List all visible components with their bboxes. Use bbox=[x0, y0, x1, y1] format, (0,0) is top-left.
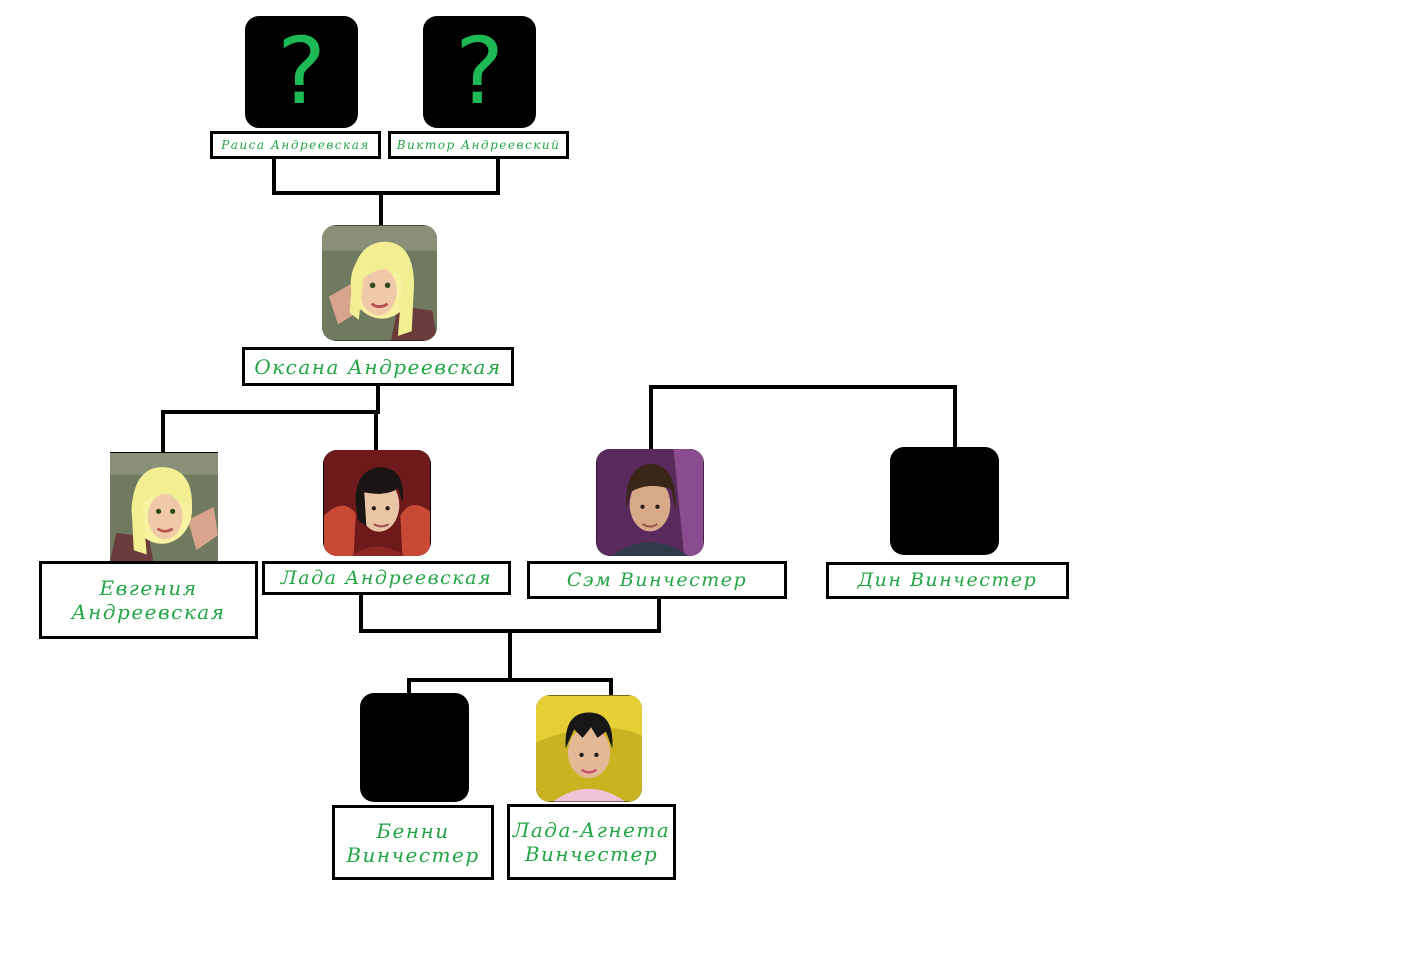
connector-line bbox=[272, 191, 500, 195]
connector-line bbox=[161, 410, 165, 454]
connector-line bbox=[376, 384, 380, 412]
connector-line bbox=[161, 410, 380, 414]
portrait-lada bbox=[323, 450, 431, 556]
unknown-photo: ? bbox=[423, 16, 536, 128]
connector-line bbox=[508, 630, 512, 680]
name-label-benni: Бенни Винчестер bbox=[332, 805, 494, 880]
connector-line bbox=[649, 385, 653, 451]
name-label-sam: Сэм Винчестер bbox=[527, 561, 787, 599]
blonde-woman-portrait-icon bbox=[322, 225, 437, 341]
connector-line bbox=[496, 158, 500, 194]
question-mark-icon: ? bbox=[277, 18, 326, 125]
name-label-lada-agneta: Лада-Агнета Винчестер bbox=[507, 804, 676, 880]
connector-line bbox=[374, 410, 378, 454]
connector-line bbox=[953, 385, 957, 449]
portrait-evgenia bbox=[110, 452, 218, 562]
connector-line bbox=[657, 596, 661, 632]
blank-photo-benni bbox=[360, 693, 469, 802]
name-label-viktor: Виктор Андреевский bbox=[388, 131, 569, 159]
question-mark-icon: ? bbox=[455, 18, 504, 125]
child-portrait-icon bbox=[536, 695, 642, 802]
name-label-evgenia: Евгения Андреевская bbox=[39, 561, 258, 639]
brown-hair-man-portrait-icon bbox=[596, 449, 704, 556]
portrait-oksana bbox=[322, 225, 437, 341]
connector-line bbox=[609, 678, 613, 698]
name-label-raisa: Раиса Андреевская bbox=[210, 131, 381, 159]
connector-line bbox=[359, 595, 363, 632]
unknown-photo: ? bbox=[245, 16, 358, 128]
blonde-woman-portrait-icon bbox=[110, 453, 218, 561]
connector-line bbox=[272, 158, 276, 194]
name-label-din: Дин Винчестер bbox=[826, 562, 1069, 599]
name-label-lada: Лада Андреевская bbox=[262, 561, 511, 595]
blank-photo-din bbox=[890, 447, 999, 555]
connector-line bbox=[379, 193, 383, 227]
connector-line bbox=[649, 385, 957, 389]
connector-line bbox=[407, 678, 411, 698]
portrait-sam bbox=[596, 449, 704, 556]
name-label-oksana: Оксана Андреевская bbox=[242, 347, 514, 386]
dark-hair-woman-portrait-icon bbox=[324, 450, 430, 556]
connector-line bbox=[407, 678, 613, 682]
portrait-lada-agneta bbox=[536, 695, 642, 802]
